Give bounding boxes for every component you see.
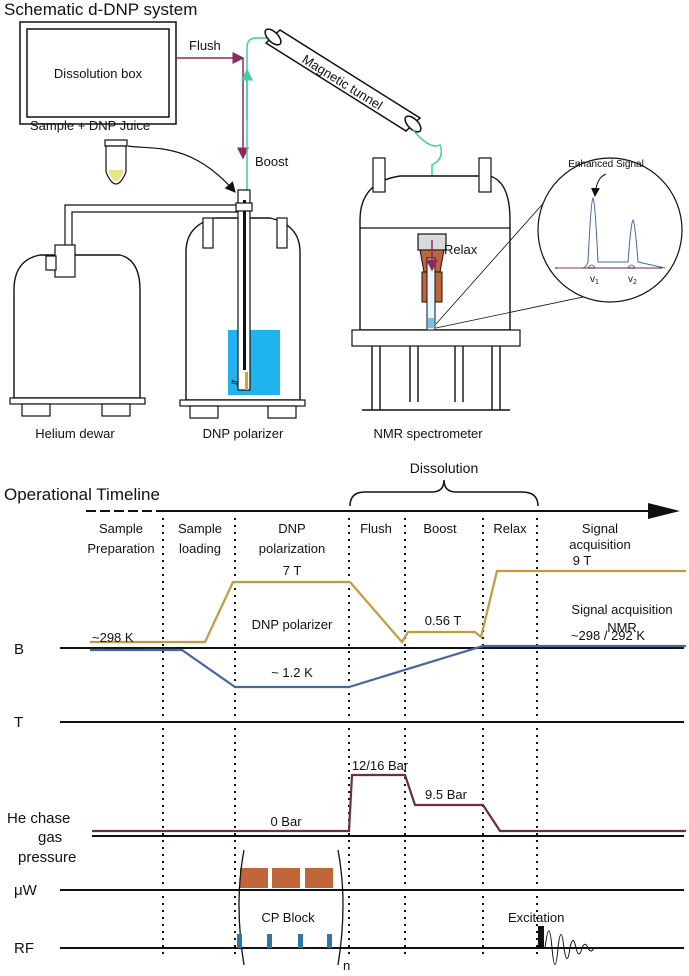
cp-block-label: CP Block (261, 910, 315, 925)
excitation-label: Excitation (508, 910, 564, 925)
annot-signal-acq-nmr-1: Signal acquisition (571, 602, 672, 617)
row-label-t: T (14, 714, 23, 731)
phase-signal-acq-1: Signal (582, 521, 618, 536)
dissolution-brace (349, 479, 539, 507)
microwave-blocks (240, 868, 333, 888)
annot-056t: 0.56 T (425, 613, 462, 628)
temperature-trace (90, 644, 686, 689)
nmr-spectrometer-label: NMR spectrometer (373, 426, 483, 441)
annot-t-298: ~298 K (92, 630, 134, 645)
helium-dewar-label: Helium dewar (35, 426, 115, 441)
cp-block-left-paren (238, 849, 245, 966)
v1-label: v1 (590, 274, 599, 286)
row-baselines (60, 647, 684, 949)
phase-relax: Relax (493, 521, 527, 536)
sample-juice-label: Sample + DNP Juice (30, 118, 150, 133)
pressure-trace (92, 773, 686, 833)
v1-subscript: 1 (595, 279, 599, 286)
row-label-b: B (14, 641, 24, 658)
boost-line: Boost (241, 37, 289, 195)
cp-block-right-paren (337, 849, 344, 966)
nmr-spectrometer: Relax NMR spectrometer (351, 157, 521, 441)
phase-signal-acq-2: acquisition (569, 537, 630, 552)
phase-dnp-pol-1: DNP (278, 521, 305, 536)
dnp-polarizer: ⇋ DNP polarizer (179, 189, 306, 441)
row-label-he-1: He chase (7, 810, 70, 827)
v2-symbol: v (628, 274, 633, 285)
dissolution-label: Dissolution (410, 460, 478, 476)
timeline: Operational Timeline Dissolution Sample … (4, 460, 686, 973)
magnetic-tunnel-label: Magnetic tunnel (299, 52, 385, 113)
trace-annotations: 7 T 9 T 0.56 T DNP polarizer Signal acqu… (92, 553, 673, 829)
sample-tube: Sample + DNP Juice (30, 118, 236, 193)
phase-sample-loading-2: loading (179, 541, 221, 556)
annot-t-298-292: ~298 / 292 K (571, 628, 645, 643)
annot-p-0: 0 Bar (270, 814, 302, 829)
annot-7t: 7 T (283, 563, 302, 578)
cp-block-n: n (343, 958, 350, 973)
annot-t-12: ~ 1.2 K (271, 665, 313, 680)
v1-symbol: v (590, 274, 595, 285)
timeline-title: Operational Timeline (4, 485, 160, 504)
row-labels: B T He chase gas pressure μW RF (7, 641, 76, 957)
annot-p-1216: 12/16 Bar (352, 758, 409, 773)
dissolution-box-label: Dissolution box (54, 66, 143, 81)
relax-label: Relax (444, 242, 478, 257)
phase-sample-prep-1: Sample (99, 521, 143, 536)
rf-cp-pulses (237, 934, 332, 948)
figure-title: Schematic d-DNP system (4, 0, 197, 19)
annot-p-95: 9.5 Bar (425, 787, 468, 802)
flush-line: Flush (176, 38, 249, 160)
phase-boost: Boost (423, 521, 457, 536)
row-label-he-3: pressure (18, 849, 76, 866)
b-field-trace (90, 569, 686, 644)
row-label-uw: μW (14, 882, 38, 899)
row-label-rf: RF (14, 940, 34, 957)
annot-signal-acq-nmr-2: NMR (607, 620, 637, 635)
boost-label: Boost (255, 154, 289, 169)
flush-label: Flush (189, 38, 221, 53)
phase-dnp-pol-2: polarization (259, 541, 326, 556)
phase-dividers (162, 518, 538, 956)
phase-sample-prep-2: Preparation (87, 541, 154, 556)
dnp-polarizer-label: DNP polarizer (203, 426, 284, 441)
row-label-he-2: gas (38, 829, 62, 846)
phase-sample-loading-1: Sample (178, 521, 222, 536)
helium-dewar: Helium dewar (9, 204, 240, 441)
timeline-arrowhead (648, 503, 680, 519)
dissolution-box: Dissolution box (19, 21, 177, 125)
excitation-pulse (538, 926, 544, 948)
v2-label: v2 (628, 274, 637, 286)
v2-subscript: 2 (633, 279, 637, 286)
svg-text:⇋: ⇋ (231, 377, 239, 387)
spectrum-zoom: Enhanced Signal v1 v2 (435, 157, 683, 329)
annot-dnp-polarizer: DNP polarizer (252, 617, 333, 632)
annot-9t: 9 T (573, 553, 592, 568)
phase-labels: Sample Preparation Sample loading DNP po… (87, 521, 630, 556)
enhanced-signal-label: Enhanced Signal (568, 159, 644, 170)
phase-flush: Flush (360, 521, 392, 536)
fid-signal (544, 930, 600, 965)
magnetic-tunnel: Magnetic tunnel (264, 28, 422, 133)
